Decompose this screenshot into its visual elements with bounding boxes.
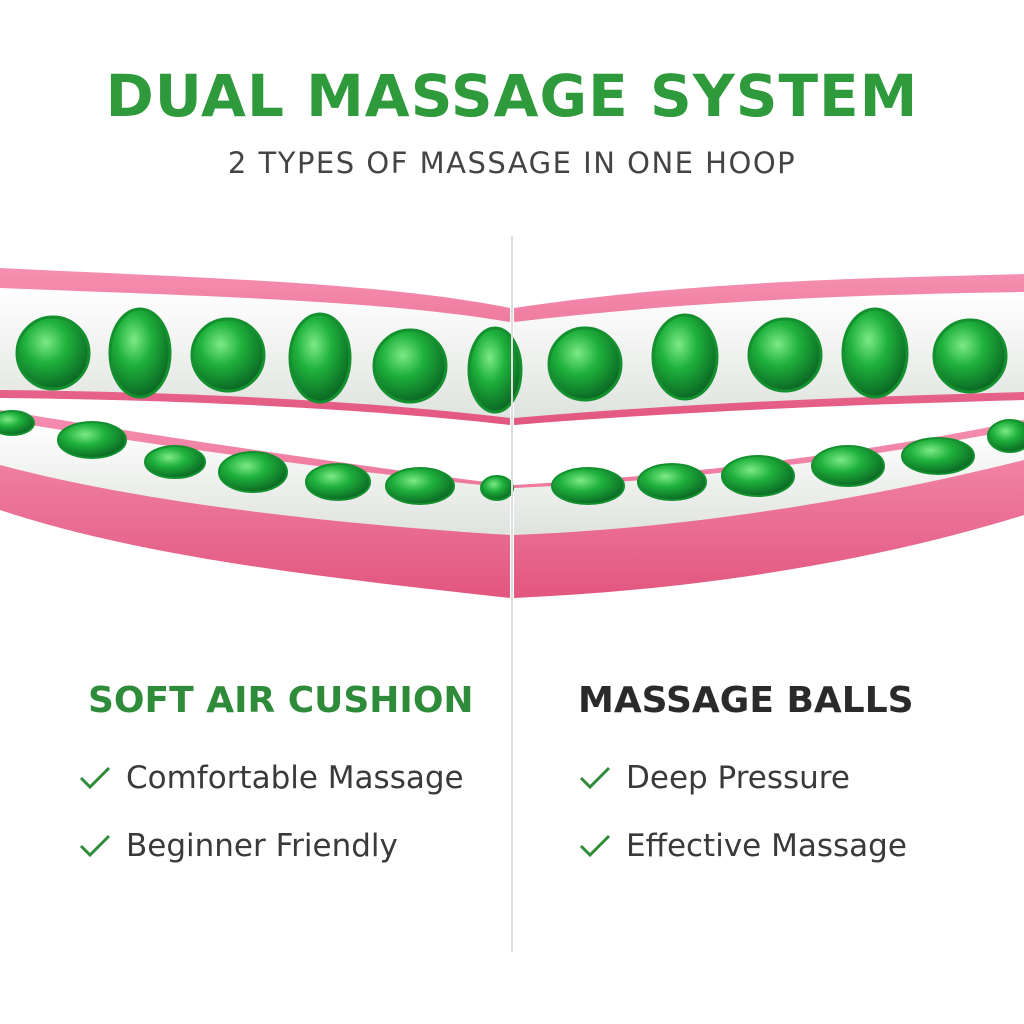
soft-air-cushion-heading: SOFT AIR CUSHION — [88, 680, 474, 721]
check-icon — [79, 766, 111, 790]
center-divider — [511, 236, 513, 952]
hoop-product-image — [0, 268, 1024, 598]
check-icon — [579, 766, 611, 790]
feature-label: Beginner Friendly — [126, 828, 398, 864]
page-subtitle: 2 TYPES OF MASSAGE IN ONE HOOP — [227, 146, 797, 180]
massage-balls-heading: MASSAGE BALLS — [578, 680, 914, 721]
feature-item: Deep Pressure — [578, 760, 850, 796]
feature-item: Beginner Friendly — [78, 828, 398, 864]
feature-item: Comfortable Massage — [78, 760, 464, 796]
check-icon — [79, 834, 111, 858]
feature-label: Comfortable Massage — [126, 760, 464, 796]
feature-item: Effective Massage — [578, 828, 907, 864]
page-title: DUAL MASSAGE SYSTEM — [105, 62, 919, 130]
feature-label: Effective Massage — [626, 828, 907, 864]
feature-label: Deep Pressure — [626, 760, 850, 796]
check-icon — [579, 834, 611, 858]
